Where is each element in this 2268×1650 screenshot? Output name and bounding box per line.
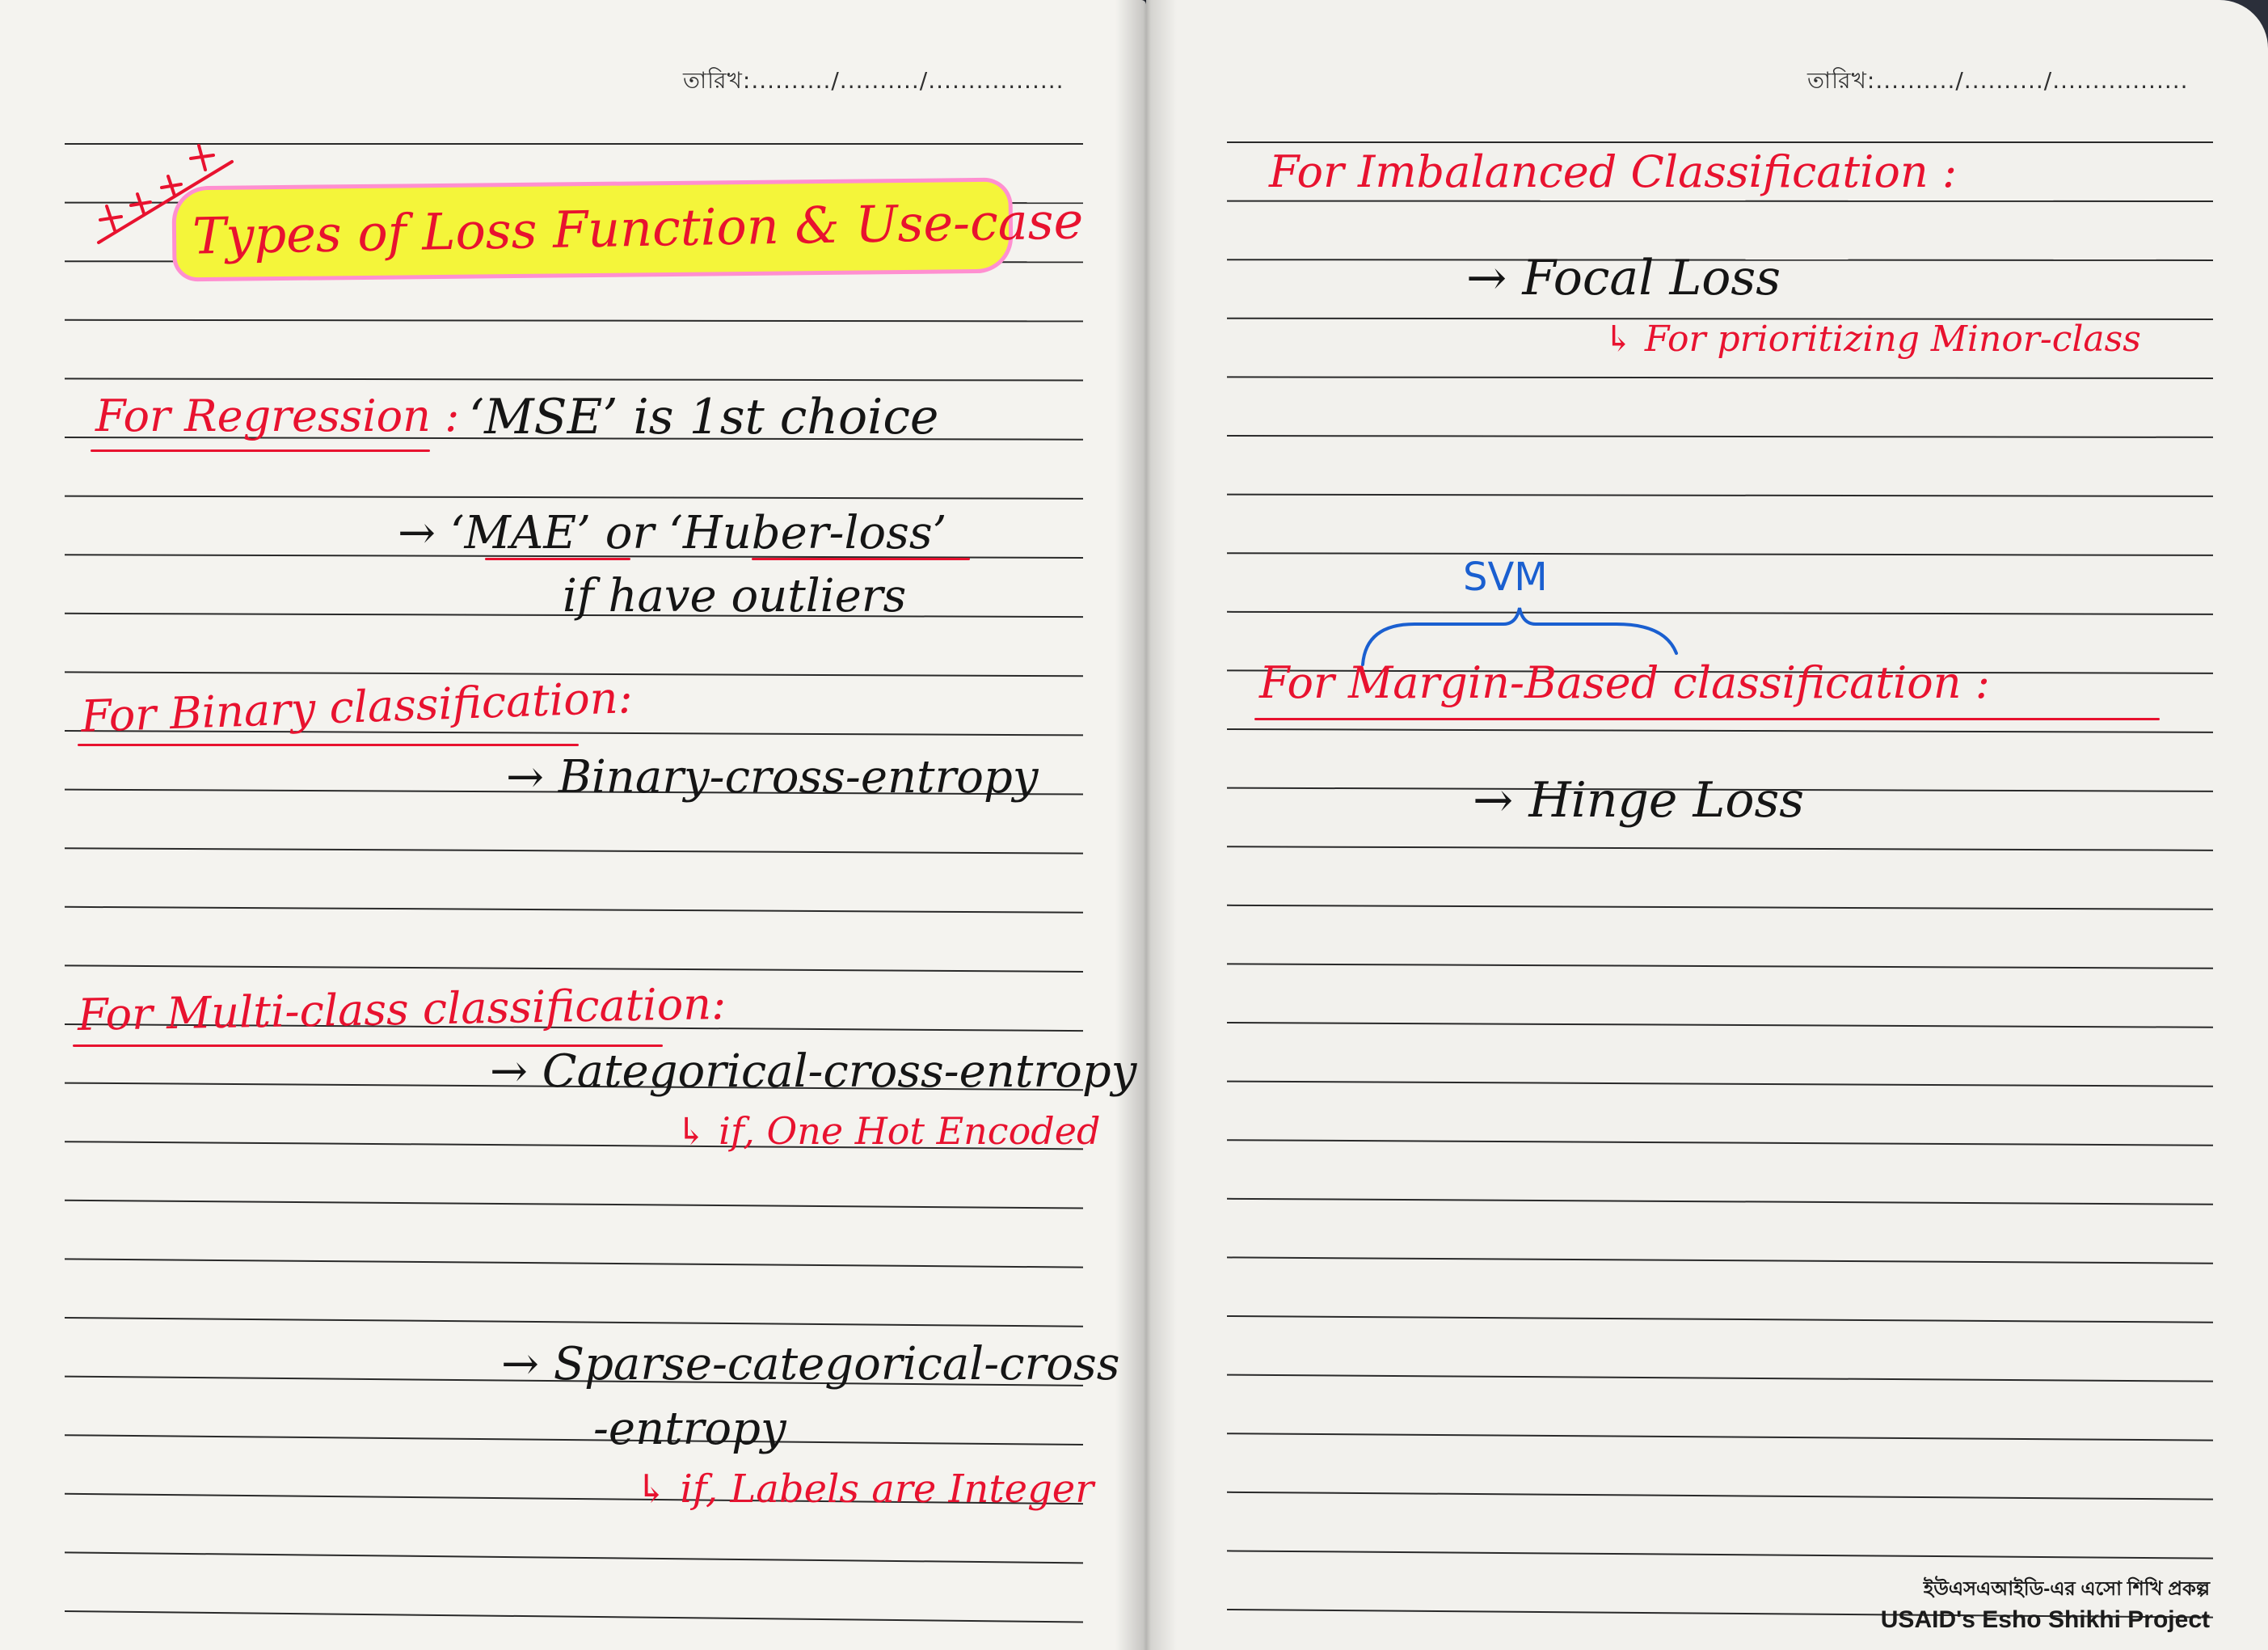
publisher-footer: ইউএসএআইডি-এর এসো শিখি প্রকল্প USAID's Es… (1881, 1574, 2210, 1634)
ruled-line (64, 554, 1084, 559)
ruled-line (64, 1434, 1084, 1446)
ruled-line (1226, 904, 2214, 910)
ruled-line (64, 671, 1084, 677)
ruled-line (64, 1082, 1084, 1091)
ruled-line (1226, 669, 2214, 674)
ruled-line (64, 847, 1084, 855)
multiclass-line1: → Categorical-cross-entropy (490, 1045, 1137, 1098)
multiclass-note1: ↳ if, One Hot Encoded (676, 1109, 1101, 1153)
imbalanced-heading: For Imbalanced Classification : (1269, 146, 1958, 197)
regression-line1: ‘MSE’ is 1st choice (469, 389, 939, 445)
ruled-line (1226, 1022, 2214, 1028)
ruled-line (1226, 1080, 2214, 1087)
multiclass-heading: For Multi-class classification: (77, 978, 727, 1040)
ruled-line (1226, 728, 2214, 733)
ruled-line (64, 495, 1084, 500)
imbalanced-line1: → Focal Loss (1466, 250, 1781, 306)
right-ruled-lines (1226, 141, 2214, 1618)
regression-underline (91, 449, 430, 452)
ruled-line (64, 1141, 1084, 1150)
huber-underline (752, 558, 970, 560)
regression-line3: if have outliers (563, 570, 907, 622)
margin-line1: → Hinge Loss (1473, 772, 1805, 829)
ruled-line (64, 1610, 1084, 1623)
ruled-line (64, 964, 1084, 973)
ruled-line (1226, 963, 2214, 969)
ruled-line (1226, 1256, 2214, 1264)
ruled-line (64, 378, 1084, 382)
multiclass-underline (73, 1044, 663, 1047)
ruled-line (1226, 435, 2214, 438)
left-notebook-page: তারিখ:........../........../............… (0, 0, 1146, 1650)
binary-line1: → Binary-cross-entropy (506, 751, 1039, 804)
right-notebook-page: তারিখ:........../........../............… (1146, 0, 2268, 1650)
ruled-line (1226, 1139, 2214, 1146)
ruled-line (64, 730, 1084, 736)
ruled-line (64, 1258, 1084, 1268)
svm-label: SVM (1463, 555, 1548, 600)
ruled-line (64, 1023, 1084, 1032)
margin-heading: For Margin-Based classification : (1259, 657, 1990, 708)
ruled-line (64, 905, 1084, 914)
binary-underline (78, 744, 579, 746)
ruled-line (1226, 1197, 2214, 1205)
ruled-line (1226, 787, 2214, 792)
ruled-line (64, 1317, 1084, 1327)
multiclass-line2: → Sparse-categorical-cross (501, 1338, 1120, 1390)
left-ruled-lines (64, 143, 1084, 1623)
ruled-line (64, 1199, 1084, 1209)
margin-underline (1254, 718, 2160, 720)
ruled-line (1226, 610, 2214, 615)
ruled-line (64, 1375, 1084, 1386)
ruled-line (1226, 846, 2214, 851)
ruled-line (64, 1551, 1084, 1564)
ruled-line (64, 437, 1084, 441)
footer-english: USAID's Esho Shikhi Project (1880, 1606, 2210, 1633)
ruled-line (1226, 493, 2214, 497)
ruled-line (1226, 1315, 2214, 1323)
ruled-line (64, 1492, 1084, 1505)
imbalanced-note1: ↳ For prioritizing Minor-class (1604, 319, 2141, 360)
ruled-line (64, 319, 1084, 323)
multiclass-note2: ↳ if, Labels are Integer (635, 1466, 1094, 1512)
ruled-line (1226, 1550, 2214, 1559)
right-date-label: তারিখ:........../........../............… (1807, 67, 2189, 94)
ruled-line (1226, 552, 2214, 556)
multiclass-line3: -entropy (593, 1403, 786, 1455)
mae-underline (485, 558, 630, 560)
svm-brace-icon (1358, 605, 1681, 673)
regression-line2: → ‘MAE’ or ‘Huber-loss’ (398, 507, 947, 559)
ruled-line (1226, 1374, 2214, 1382)
regression-heading: For Regression : (95, 390, 460, 441)
footer-bangla: ইউএসএআইডি-এর এসো শিখি প্রকল্প (1923, 1578, 2210, 1600)
ruled-line (1226, 1609, 2214, 1618)
ruled-line (1226, 1491, 2214, 1500)
ruled-line (64, 788, 1084, 795)
left-date-label: তারিখ:........../........../............… (683, 67, 1064, 94)
ruled-line (64, 612, 1084, 618)
page-title: Types of Loss Function & Use-case (192, 191, 1084, 266)
ruled-line (1226, 1433, 2214, 1441)
star-marks-icon (91, 129, 236, 254)
ruled-line (1226, 376, 2214, 379)
